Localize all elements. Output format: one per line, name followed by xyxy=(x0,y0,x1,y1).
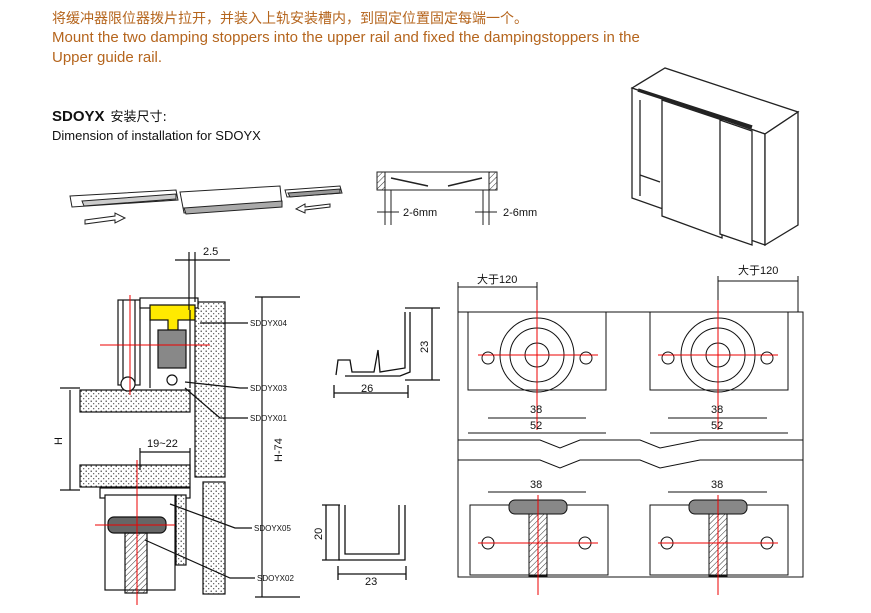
wheel-outer-left: 52 xyxy=(530,420,542,432)
part-label: SDOYX01 xyxy=(250,414,287,423)
part-label: SDOYX03 xyxy=(250,384,287,393)
width-range-label: 19~22 xyxy=(147,438,178,450)
upper-height-label: 23 xyxy=(419,341,431,353)
part-label: SDOYX05 xyxy=(254,524,291,533)
model-code: SDOYX xyxy=(52,108,105,125)
model-heading: SDOYX 安装尺寸: xyxy=(52,106,167,125)
guide-width-right: 38 xyxy=(711,479,723,491)
part-labels: SDOYX04 SDOYX03 SDOYX01 SDOYX05 SDOYX02 xyxy=(250,319,294,583)
gap-dimension: 2.5 xyxy=(203,246,218,258)
wheel-inner-left: 38 xyxy=(530,404,542,416)
model-heading-cn: 安装尺寸: xyxy=(110,110,167,125)
gap-right-label: 2-6mm xyxy=(503,207,537,219)
total-height-label: H-74 xyxy=(273,438,285,462)
upper-width-label: 26 xyxy=(361,383,373,395)
plan-centerlines xyxy=(478,300,778,595)
part-label: SDOYX04 xyxy=(250,319,287,328)
height-label: H xyxy=(53,437,65,445)
plan-view xyxy=(457,276,804,578)
stopper-gap-detail xyxy=(376,171,498,225)
lower-rail-profile xyxy=(322,504,407,580)
rail-cross-section xyxy=(60,252,300,598)
wardrobe-illustration xyxy=(630,67,800,247)
offset-left-label: 大于120 xyxy=(477,272,517,286)
upper-rail-profile xyxy=(333,307,440,398)
instruction-chinese: 将缓冲器限位器拨片拉开，并装入上轨安装槽内，到固定位置固定每端一个。 xyxy=(52,11,528,27)
wheel-outer-right: 52 xyxy=(711,420,723,432)
instruction-english: Mount the two damping stoppers into the … xyxy=(52,29,640,66)
lower-height-label: 20 xyxy=(313,528,325,540)
stopper-insertion-sketch xyxy=(69,185,343,225)
dimension-subtitle: Dimension of installation for SDOYX xyxy=(52,128,261,143)
offset-right-label: 大于120 xyxy=(738,263,778,277)
guide-width-left: 38 xyxy=(530,479,542,491)
cross-section-centerlines xyxy=(95,295,210,605)
part-label: SDOYX02 xyxy=(257,574,294,583)
wheel-inner-right: 38 xyxy=(711,404,723,416)
lower-width-label: 23 xyxy=(365,576,377,588)
gap-left-label: 2-6mm xyxy=(403,207,437,219)
